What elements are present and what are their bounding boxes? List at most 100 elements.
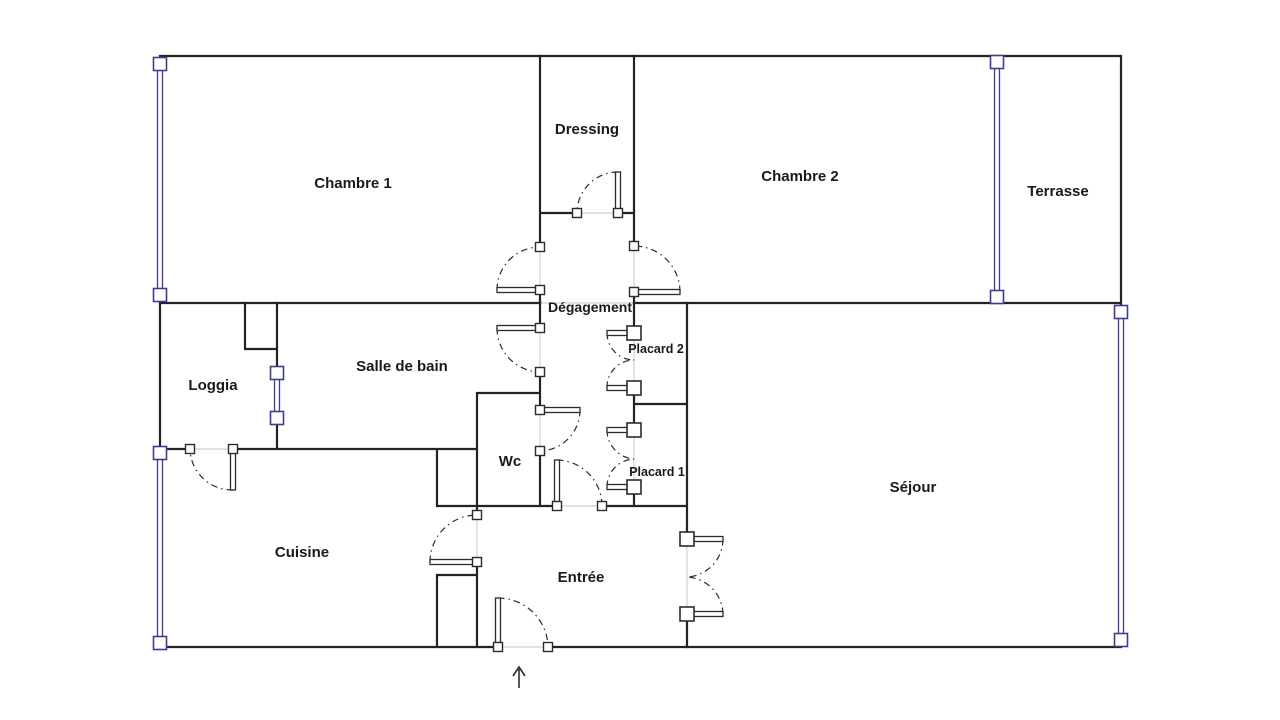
- door-wc: [534, 404, 581, 457]
- window-end-square: [269, 365, 285, 381]
- window-end-square: [989, 54, 1005, 70]
- window-chambre-1: [152, 56, 168, 303]
- door-leaf: [229, 448, 237, 491]
- door-swing-arc: [606, 332, 635, 361]
- door-swing-arc: [576, 171, 619, 214]
- door-swing-arc: [496, 327, 541, 373]
- room-label-placard-1: Placard 1: [629, 465, 685, 479]
- door-swing-arc: [539, 409, 581, 452]
- door-hinge-square: [534, 445, 546, 457]
- window-loggia: [269, 365, 285, 426]
- door-hinge-square: [534, 404, 546, 416]
- window-glazing: [156, 452, 164, 644]
- door-swing-arc: [686, 538, 724, 578]
- door-hinge-square: [626, 479, 642, 495]
- doors: [184, 171, 724, 653]
- door-swing-arc: [606, 429, 635, 460]
- door-leaf: [633, 288, 681, 296]
- door-entrance: [492, 597, 554, 653]
- window-glazing: [156, 63, 164, 296]
- room-label-degagement: Dégagement: [548, 299, 632, 315]
- room-label-chambre-1: Chambre 1: [314, 175, 392, 192]
- windows: [152, 54, 1129, 651]
- door-hinge-square: [626, 325, 642, 341]
- door-hinge-square: [471, 556, 483, 568]
- door-leaf: [539, 406, 581, 414]
- room-label-terrasse: Terrasse: [1027, 183, 1088, 200]
- door-hinge-square: [626, 422, 642, 438]
- door-leaf: [614, 171, 622, 214]
- door-swing-arc: [189, 448, 234, 491]
- door-chambre-2: [628, 240, 681, 298]
- door-swing-arc: [606, 359, 635, 389]
- door-hinge-square: [628, 240, 640, 252]
- door-swing-arc: [556, 459, 603, 507]
- room-label-wc: Wc: [499, 453, 522, 470]
- upper-interior-walls: [538, 54, 636, 305]
- door-hinge-square: [551, 500, 563, 512]
- room-label-salle-de-bain: Salle de bain: [356, 358, 448, 375]
- bifold-door-placard-2: [606, 325, 642, 396]
- door-chambre-1: [496, 241, 546, 296]
- door-hinge-square: [571, 207, 583, 219]
- window-cuisine: [152, 445, 168, 651]
- door-hinge-square: [612, 207, 624, 219]
- window-end-square: [989, 289, 1005, 305]
- door-hinge-square: [534, 366, 546, 378]
- door-leaf: [494, 597, 502, 648]
- room-label-sejour: Séjour: [890, 479, 937, 496]
- door-hinge-square: [227, 443, 239, 455]
- door-loggia: [184, 443, 239, 491]
- door-hinge-square: [534, 322, 546, 334]
- door-hinge-square: [471, 509, 483, 521]
- entrance-arrow-icon: [512, 665, 526, 688]
- door-leaf: [429, 558, 478, 566]
- window-end-square: [152, 635, 168, 651]
- door-leaf: [496, 286, 541, 294]
- door-salle-de-bain: [496, 322, 546, 378]
- door-hinge-square: [542, 641, 554, 653]
- room-label-cuisine: Cuisine: [275, 544, 329, 561]
- bifold-door-placard-1: [606, 422, 642, 495]
- door-swing-arc: [686, 576, 724, 615]
- door-hinge-square: [679, 606, 695, 622]
- room-labels: Chambre 1 Dressing Chambre 2 Terrasse Dé…: [188, 121, 1088, 586]
- window-glazing: [993, 61, 1001, 298]
- door-hinge-square: [184, 443, 196, 455]
- window-glazing: [1117, 311, 1125, 641]
- room-label-entree: Entrée: [558, 569, 605, 586]
- door-swing-arc: [496, 246, 541, 291]
- room-label-chambre-2: Chambre 2: [761, 168, 839, 185]
- window-end-square: [152, 287, 168, 303]
- door-hinge-square: [596, 500, 608, 512]
- room-label-loggia: Loggia: [188, 377, 238, 394]
- door-hinge-square: [534, 241, 546, 253]
- entrance-arrow-head: [512, 665, 526, 677]
- window-end-square: [1113, 632, 1129, 648]
- window-terrasse: [989, 54, 1005, 305]
- door-hinge-square: [679, 531, 695, 547]
- window-end-square: [1113, 304, 1129, 320]
- door-hinge-square: [534, 284, 546, 296]
- window-end-square: [269, 410, 285, 426]
- door-degagement-entree: [551, 459, 608, 512]
- door-swing-arc: [497, 597, 549, 648]
- door-hinge-square: [626, 380, 642, 396]
- door-swing-arc: [429, 514, 478, 563]
- door-swing-arc: [633, 245, 681, 293]
- window-sejour: [1113, 304, 1129, 648]
- door-dressing: [571, 171, 624, 219]
- room-label-placard-2: Placard 2: [628, 342, 684, 356]
- room-label-dressing: Dressing: [555, 121, 619, 138]
- door-cuisine: [429, 509, 483, 568]
- lower-interior-walls: [158, 301, 689, 649]
- window-end-square: [152, 56, 168, 72]
- double-door-sejour: [679, 531, 724, 622]
- door-hinge-square: [628, 286, 640, 298]
- window-end-square: [152, 445, 168, 461]
- door-leaf: [553, 459, 561, 507]
- door-swing-arc: [606, 458, 635, 488]
- door-leaf: [496, 324, 541, 332]
